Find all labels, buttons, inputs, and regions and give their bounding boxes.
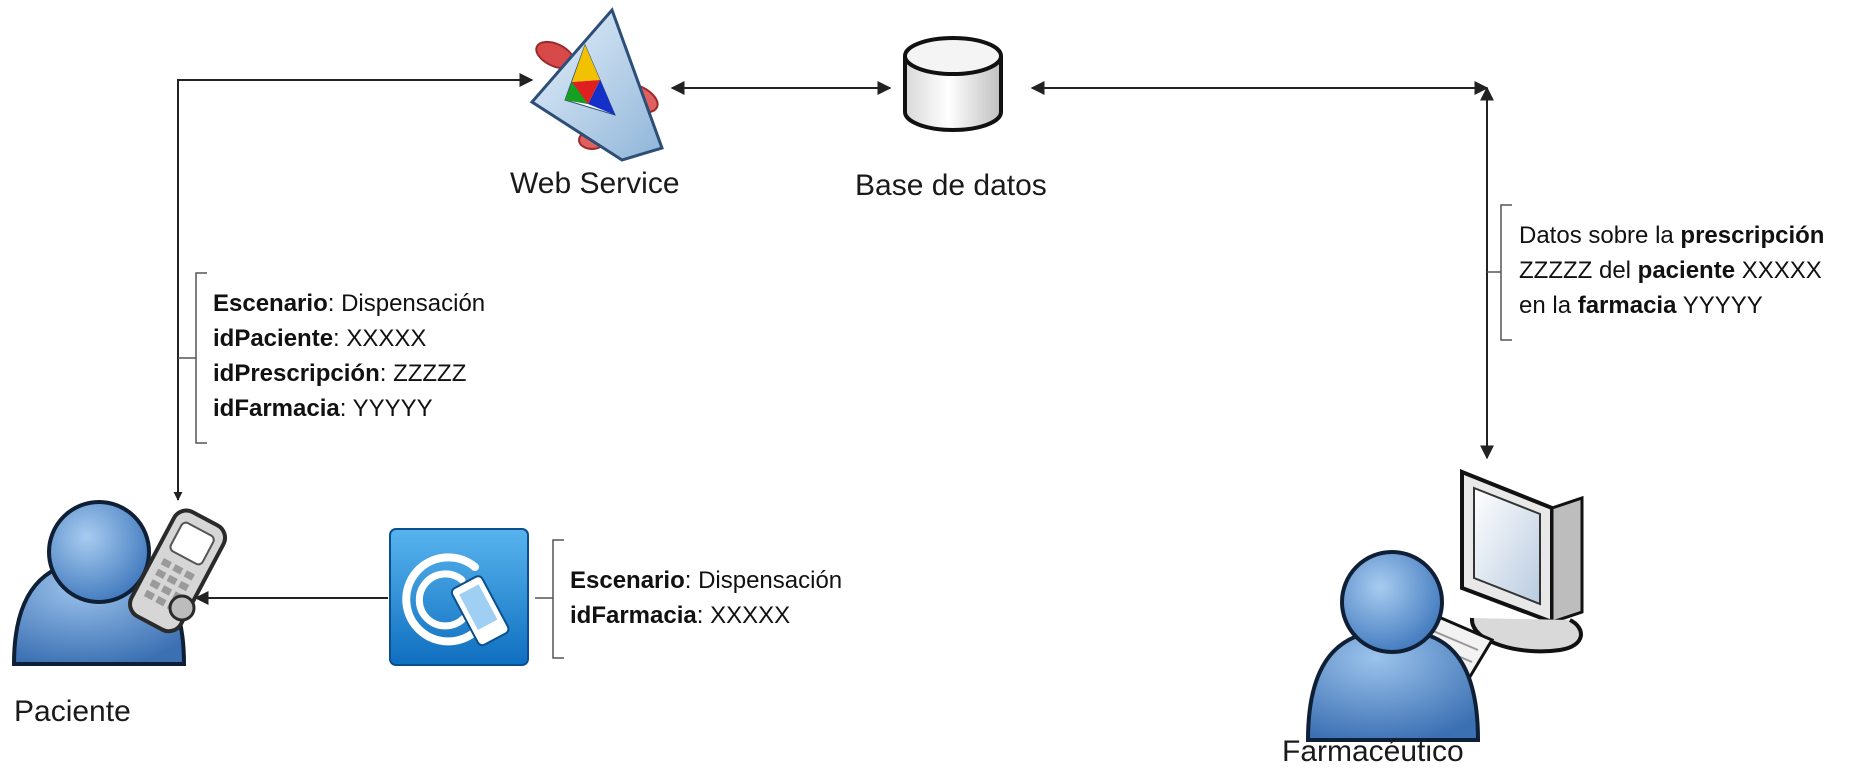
web-service-icon xyxy=(529,7,664,162)
bracket-patient-request xyxy=(178,272,207,444)
arrow-patient-to-webservice xyxy=(173,73,534,501)
nfc-tag-icon xyxy=(389,528,529,666)
patient-request-note: Escenario: Dispensación idPaciente: XXXX… xyxy=(213,286,485,426)
nfc-line-pharmacy-id: idFarmacia: XXXXX xyxy=(570,602,791,629)
connectors xyxy=(173,73,1494,605)
pharmacist-computer-icon xyxy=(1305,469,1584,742)
info-line-3: en la farmacia YYYYY xyxy=(1519,292,1763,319)
bracket-nfc-tag xyxy=(535,539,564,659)
database-icon xyxy=(903,36,1003,132)
info-line-2: ZZZZZ del paciente XXXXX xyxy=(1519,257,1822,284)
patient-label: Paciente xyxy=(14,695,131,728)
note-line-pharmacy-id: idFarmacia: YYYYY xyxy=(213,395,433,422)
nfc-tag-note: Escenario: Dispensación idFarmacia: XXXX… xyxy=(570,563,842,633)
pharmacist-label: Farmacéutico xyxy=(1282,735,1464,768)
note-line-patient-id: idPaciente: XXXXX xyxy=(213,325,427,352)
note-line-scenario: Escenario: Dispensación xyxy=(213,290,486,317)
database-label: Base de datos xyxy=(855,169,1047,202)
web-service-label: Web Service xyxy=(510,167,680,200)
bracket-pharmacist-info xyxy=(1487,204,1512,341)
note-line-prescription-id: idPrescripción: ZZZZZ xyxy=(213,360,467,387)
pharmacist-info-note: Datos sobre la prescripción ZZZZZ del pa… xyxy=(1519,218,1824,323)
patient-phone-icon xyxy=(11,500,228,666)
brackets xyxy=(178,204,1512,659)
nfc-line-scenario: Escenario: Dispensación xyxy=(570,567,843,594)
info-line-1: Datos sobre la prescripción xyxy=(1519,222,1825,249)
